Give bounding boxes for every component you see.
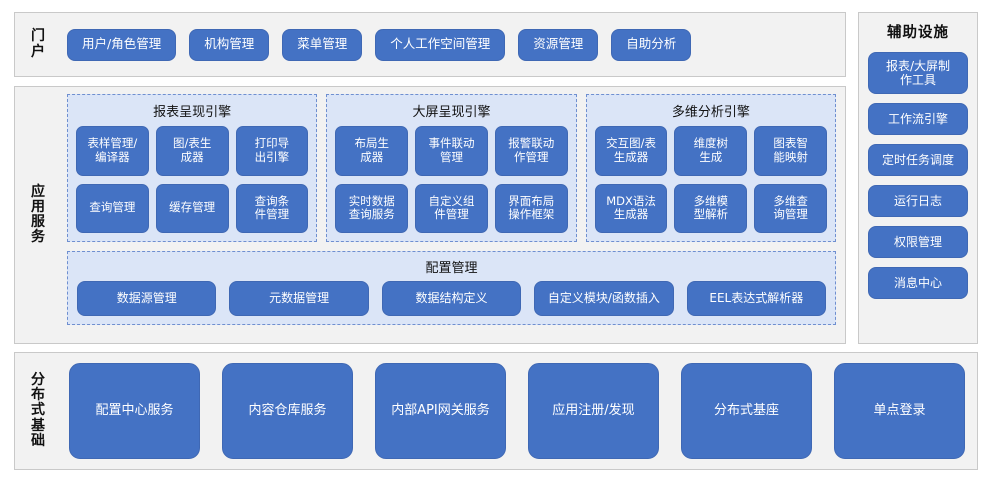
engine-module-item[interactable]: 事件联动 管理 xyxy=(415,126,488,176)
aux-facility-item[interactable]: 工作流引擎 xyxy=(868,103,968,135)
engine-module-item[interactable]: 图表智 能映射 xyxy=(754,126,827,176)
engine-group-title: 大屏呈现引擎 xyxy=(412,105,491,120)
config-management-item[interactable]: 元数据管理 xyxy=(229,281,369,316)
distributed-base-section-label-text: 分布式基础 xyxy=(30,372,45,449)
engine-group: 大屏呈现引擎布局生 成器事件联动 管理报警联动 作管理实时数据 查询服务自定义组… xyxy=(326,94,577,242)
portal-section-label: 门户 xyxy=(15,13,61,76)
engine-module-item[interactable]: 缓存管理 xyxy=(155,183,229,233)
engine-module-item[interactable]: 界面布局 操作框架 xyxy=(494,183,568,233)
engine-group-grid: 布局生 成器事件联动 管理报警联动 作管理实时数据 查询服务自定义组 件管理界面… xyxy=(335,126,568,233)
config-management-item[interactable]: 数据结构定义 xyxy=(381,281,522,316)
engine-module-item[interactable]: 查询条 件管理 xyxy=(235,183,309,233)
distributed-base-section-label: 分布式基础 xyxy=(15,353,61,469)
aux-facility-item[interactable]: 定时任务调度 xyxy=(868,144,968,176)
engine-module-item[interactable]: 交互图/表 生成器 xyxy=(594,126,668,176)
distributed-base-item[interactable]: 内部API网关服务 xyxy=(375,363,506,459)
distributed-base-panel: 分布式基础 配置中心服务内容仓库服务内部API网关服务应用注册/发现分布式基座单… xyxy=(14,352,978,470)
distributed-base-row: 配置中心服务内容仓库服务内部API网关服务应用注册/发现分布式基座单点登录 xyxy=(69,363,965,459)
distributed-base-item[interactable]: 分布式基座 xyxy=(681,363,812,459)
engine-module-item[interactable]: 实时数据 查询服务 xyxy=(335,183,409,233)
distributed-base-item[interactable]: 内容仓库服务 xyxy=(222,363,353,459)
engine-module-item[interactable]: 图/表生 成器 xyxy=(155,126,229,176)
portal-section-label-text: 门户 xyxy=(30,28,45,60)
aux-facility-item[interactable]: 权限管理 xyxy=(868,226,968,258)
portal-item[interactable]: 菜单管理 xyxy=(282,28,363,61)
engine-module-item[interactable]: 维度树 生成 xyxy=(674,126,748,176)
engine-module-item[interactable]: 报警联动 作管理 xyxy=(494,126,568,176)
aux-facilities-title: 辅助设施 xyxy=(887,25,949,41)
application-services-body: 报表呈现引擎表样管理/ 编译器图/表生 成器打印导 出引擎查询管理缓存管理查询条… xyxy=(67,94,836,336)
aux-facilities-list: 报表/大屏制 作工具工作流引擎定时任务调度运行日志权限管理消息中心 xyxy=(859,42,977,307)
distributed-base-item[interactable]: 配置中心服务 xyxy=(69,363,200,459)
config-management-item[interactable]: 数据源管理 xyxy=(77,281,217,316)
engine-group-title: 多维分析引擎 xyxy=(671,105,750,120)
engine-module-item[interactable]: 布局生 成器 xyxy=(335,126,409,176)
application-services-panel: 应用服务 报表呈现引擎表样管理/ 编译器图/表生 成器打印导 出引擎查询管理缓存… xyxy=(14,86,846,344)
portal-item[interactable]: 自助分析 xyxy=(611,28,692,61)
portal-item[interactable]: 资源管理 xyxy=(518,28,599,61)
engine-module-item[interactable]: 多维模 型解析 xyxy=(674,183,748,233)
config-management-item[interactable]: 自定义模块/函数插入 xyxy=(534,281,674,316)
portal-item-row: 用户/角色管理机构管理菜单管理个人工作空间管理资源管理自助分析 xyxy=(67,13,835,76)
portal-item[interactable]: 机构管理 xyxy=(189,28,270,61)
engine-group-grid: 交互图/表 生成器维度树 生成图表智 能映射 MDX语法 生成器多维模 型解析多维… xyxy=(594,126,827,233)
engine-module-item[interactable]: 表样管理/ 编译器 xyxy=(76,126,149,176)
config-management-item[interactable]: EEL表达式解析器 xyxy=(686,281,827,316)
application-services-section-label-text: 应用服务 xyxy=(30,183,45,246)
config-management-row: 数据源管理元数据管理数据结构定义自定义模块/函数插入 EEL表达式解析器 xyxy=(77,281,827,316)
config-management-group: 配置管理 数据源管理元数据管理数据结构定义自定义模块/函数插入 EEL表达式解析器 xyxy=(67,251,836,325)
engine-module-item[interactable]: MDX语法 生成器 xyxy=(594,183,668,233)
distributed-base-item[interactable]: 单点登录 xyxy=(834,363,965,459)
aux-facilities-panel: 辅助设施 报表/大屏制 作工具工作流引擎定时任务调度运行日志权限管理消息中心 xyxy=(858,12,978,344)
portal-item[interactable]: 个人工作空间管理 xyxy=(375,28,506,61)
engine-group-grid: 表样管理/ 编译器图/表生 成器打印导 出引擎查询管理缓存管理查询条 件管理 xyxy=(76,126,309,233)
application-services-section-label: 应用服务 xyxy=(15,87,61,343)
engine-group-row: 报表呈现引擎表样管理/ 编译器图/表生 成器打印导 出引擎查询管理缓存管理查询条… xyxy=(67,94,836,242)
engine-group-title: 报表呈现引擎 xyxy=(153,105,232,120)
aux-facility-item[interactable]: 运行日志 xyxy=(868,185,968,217)
engine-module-item[interactable]: 查询管理 xyxy=(76,183,149,233)
engine-module-item[interactable]: 自定义组 件管理 xyxy=(415,183,488,233)
engine-group: 报表呈现引擎表样管理/ 编译器图/表生 成器打印导 出引擎查询管理缓存管理查询条… xyxy=(67,94,318,242)
engine-group: 多维分析引擎交互图/表 生成器维度树 生成图表智 能映射 MDX语法 生成器多维模… xyxy=(585,94,836,242)
portal-panel: 门户 用户/角色管理机构管理菜单管理个人工作空间管理资源管理自助分析 xyxy=(14,12,846,77)
config-management-title: 配置管理 xyxy=(425,261,478,276)
aux-facility-item[interactable]: 消息中心 xyxy=(868,267,968,299)
portal-item[interactable]: 用户/角色管理 xyxy=(67,28,177,61)
distributed-base-item[interactable]: 应用注册/发现 xyxy=(528,363,659,459)
engine-module-item[interactable]: 多维查 询管理 xyxy=(754,183,827,233)
engine-module-item[interactable]: 打印导 出引擎 xyxy=(235,126,309,176)
aux-facility-item[interactable]: 报表/大屏制 作工具 xyxy=(868,52,968,94)
